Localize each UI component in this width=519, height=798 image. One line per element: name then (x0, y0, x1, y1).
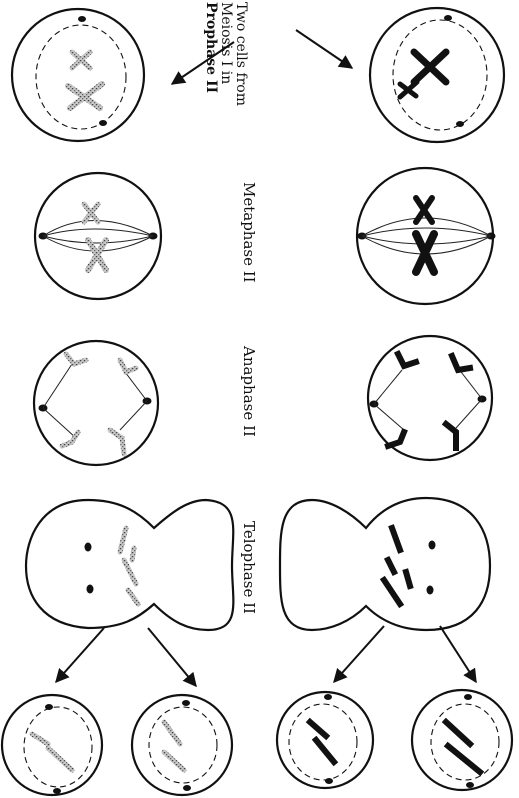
centrosome-dot (324, 694, 332, 700)
centrosome-dot (53, 788, 61, 794)
light-chromosome (72, 52, 90, 68)
light-chromosome (84, 204, 98, 222)
metaphase-label: Metaphase II (240, 182, 258, 283)
centrosome-dot (325, 778, 333, 784)
arrows-to-daughter-cells (56, 626, 476, 686)
telophase-light-cell (26, 500, 233, 630)
dark-chromosome (416, 234, 434, 272)
light-chromatid (164, 722, 184, 770)
daughter-light-cell-2 (132, 695, 232, 795)
dark-chromosome (414, 52, 446, 82)
nucleus-dot (87, 585, 94, 594)
dark-chromatid (446, 722, 480, 772)
spindle-fibers (374, 368, 482, 430)
centrosome-dot (182, 700, 190, 706)
dark-chromatid (384, 528, 410, 604)
centrosome-dot (464, 694, 472, 700)
metaphase-light-cell (35, 173, 161, 299)
telophase-dark-cell (280, 498, 490, 630)
centrosome-dot (466, 782, 474, 788)
dark-chromosome (400, 82, 417, 97)
anaphase-dark-cell (368, 336, 492, 460)
telophase-label: Telophase II (240, 521, 258, 614)
light-chromatid (32, 734, 72, 770)
spindle-fibers (43, 221, 153, 252)
intro-line-1: Two cells from (233, 2, 248, 142)
centrosome-dot (45, 704, 53, 710)
metaphase-dark-cell (357, 168, 496, 304)
light-chromosome (88, 240, 106, 270)
dark-chromatid (310, 722, 334, 762)
dark-chromatid (388, 354, 470, 448)
nucleus-dot (85, 543, 92, 552)
nucleus-dot (429, 541, 436, 550)
centrosome-dot (78, 16, 86, 22)
daughter-dark-cell-2 (412, 690, 512, 790)
light-chromosome (68, 84, 102, 108)
prophase-light-cell (12, 9, 144, 141)
daughter-light-cell-1 (2, 695, 102, 795)
intro-line-2: Meiosis I in (218, 2, 233, 142)
centrosome-dot (456, 121, 464, 127)
nucleus-dot (427, 586, 434, 595)
anaphase-light-cell (34, 341, 158, 465)
arrow-to-prophase-right (296, 30, 352, 68)
intro-line-3: Prophase II (203, 2, 218, 142)
centrosome-dot (444, 15, 452, 21)
anaphase-label: Anaphase II (240, 346, 258, 437)
centrosome-dot (99, 120, 107, 126)
prophase-dark-cell (370, 8, 504, 142)
centrosome-dot (183, 785, 191, 791)
daughter-dark-cell-1 (277, 692, 373, 788)
spindle-fibers (43, 364, 147, 438)
light-chromatid (62, 354, 136, 454)
light-chromatid (120, 528, 138, 604)
